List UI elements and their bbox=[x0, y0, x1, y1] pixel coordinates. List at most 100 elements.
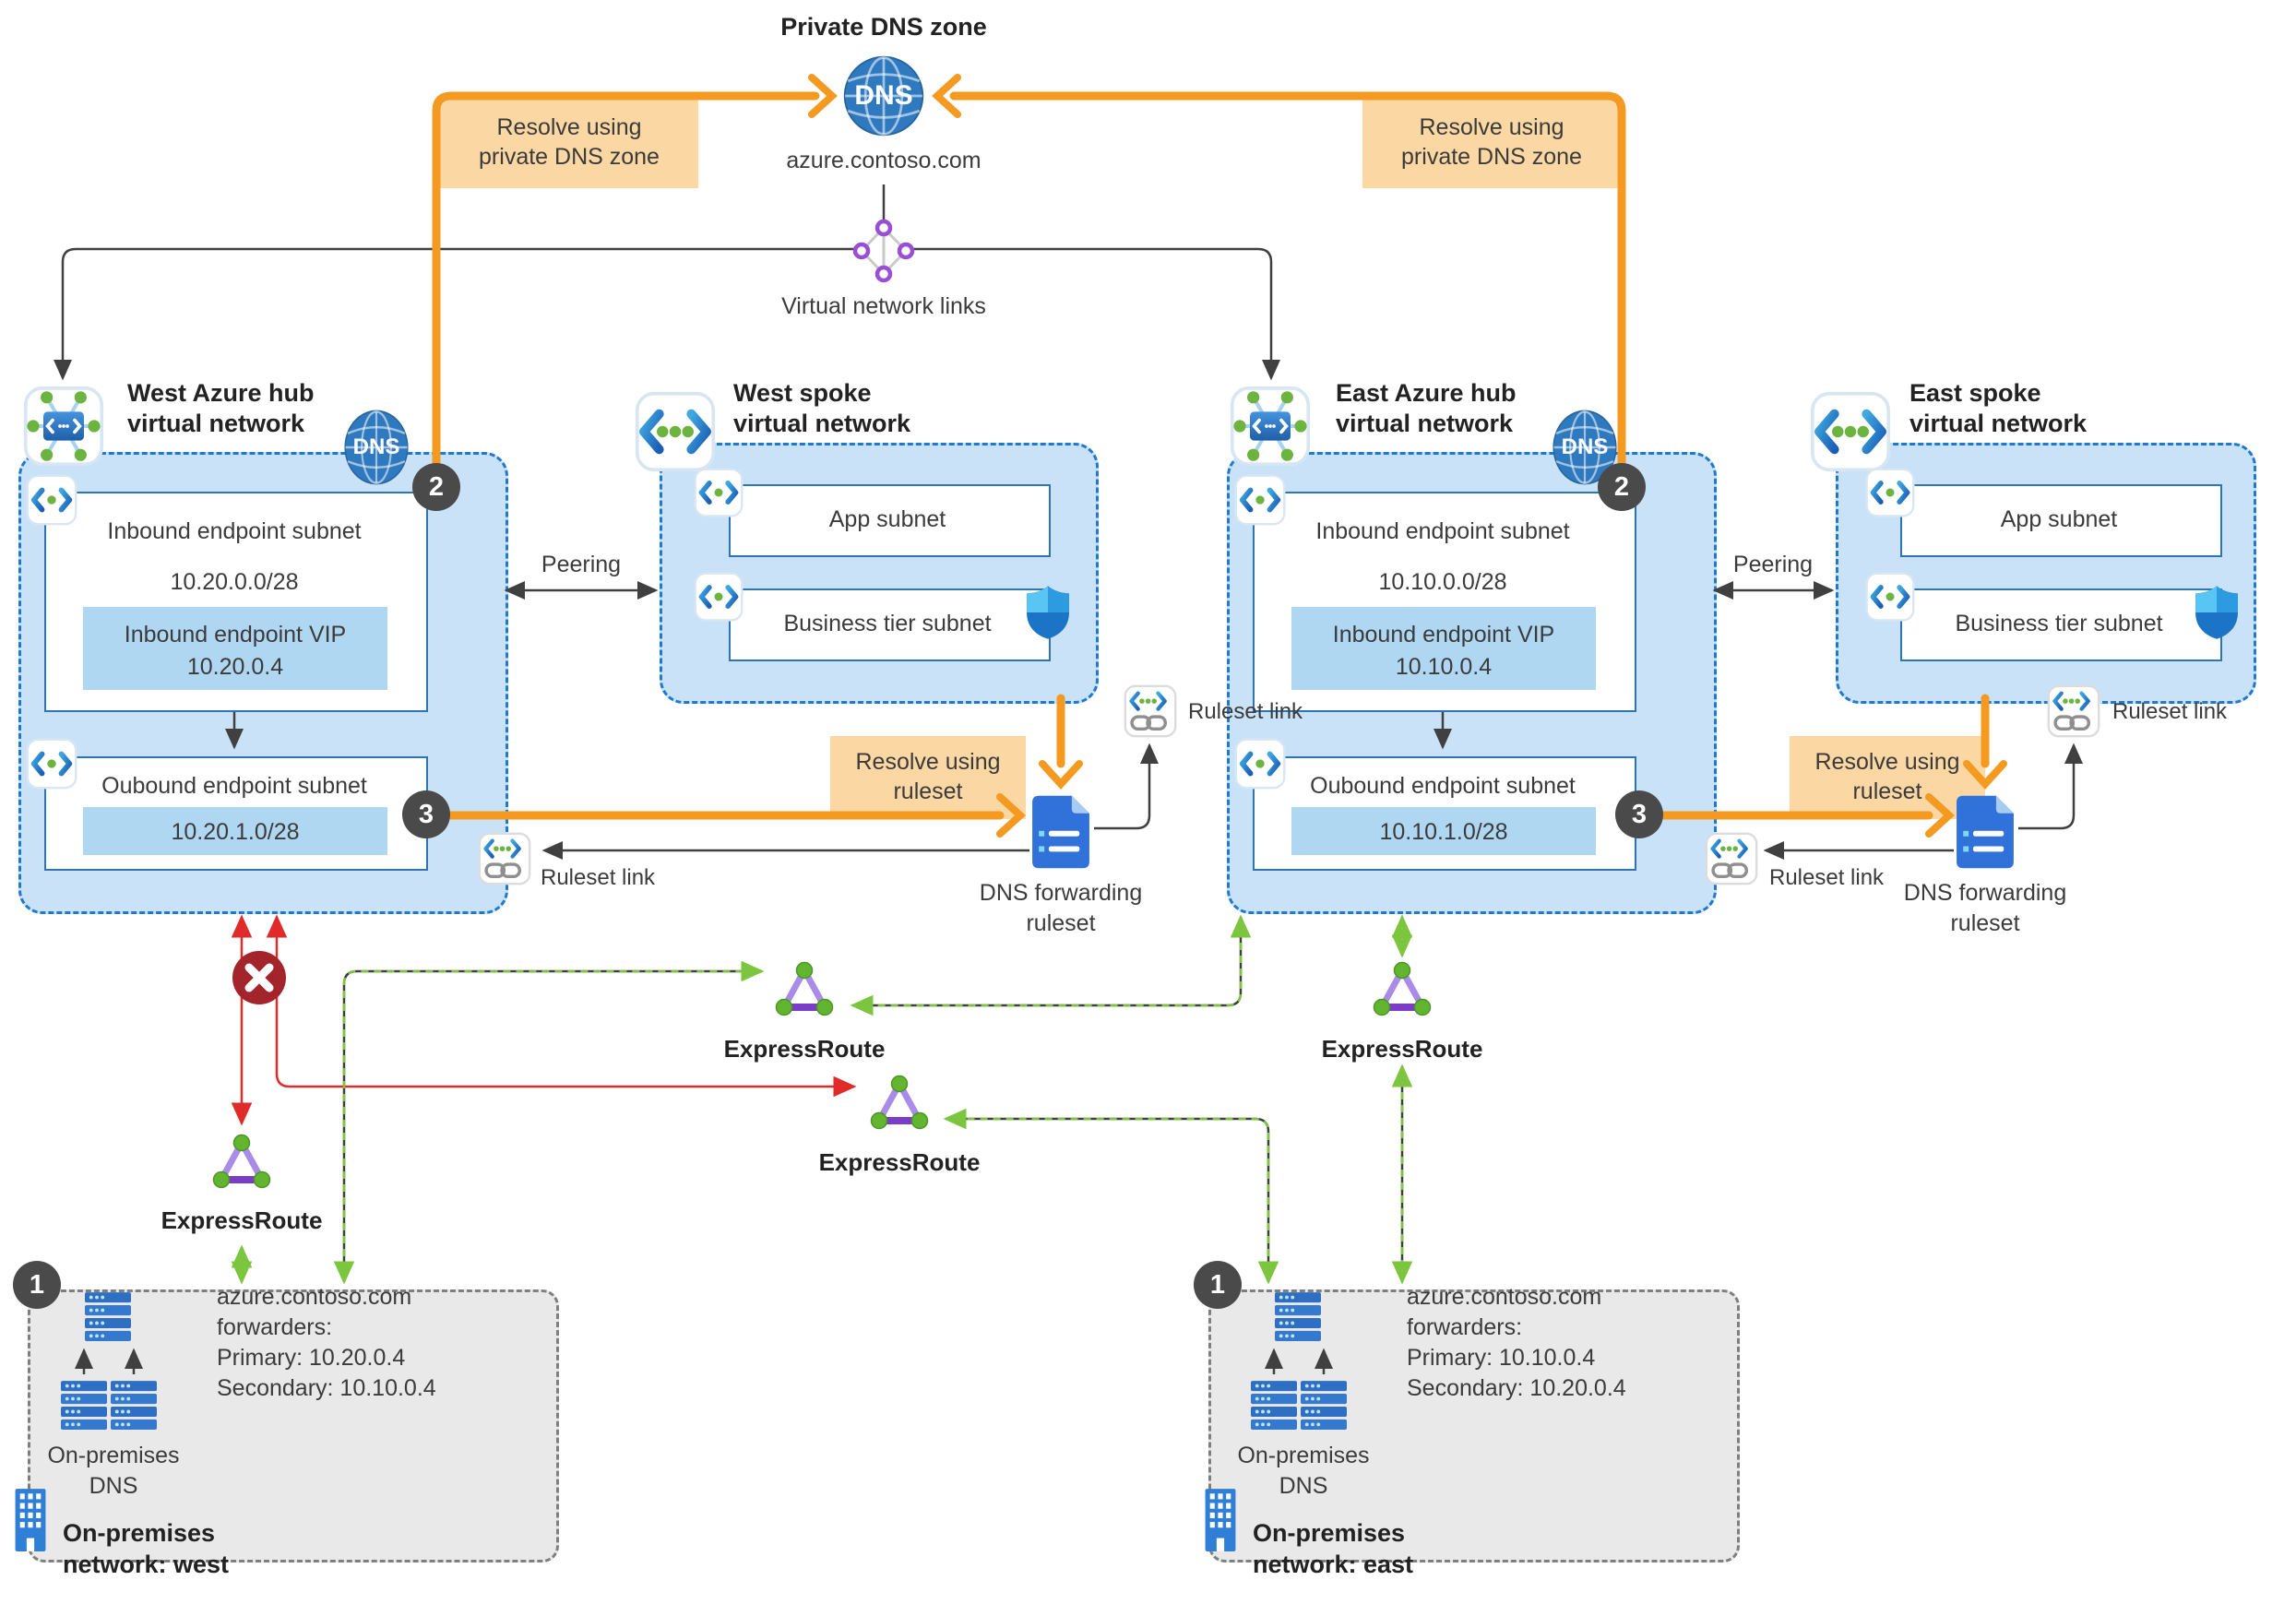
west-spoke-ruleset-link-icon bbox=[1124, 684, 1177, 738]
west-dns-server-icon-3 bbox=[111, 1380, 157, 1432]
step-2-badge-west: 2 bbox=[412, 463, 460, 511]
east-expressroute-icon bbox=[1369, 958, 1435, 1025]
west-spoke-vnet-icon bbox=[635, 391, 716, 472]
east-inbound-vip-ip: 10.10.0.4 bbox=[1395, 654, 1493, 680]
west-inbound-vip-ip: 10.20.0.4 bbox=[186, 654, 284, 680]
east-biz-subnet-icon bbox=[1865, 572, 1915, 622]
east-outbound-subnet-icon bbox=[1234, 738, 1286, 790]
west-outbound-subnet-icon bbox=[26, 738, 77, 790]
west-hub-vnet-icon bbox=[23, 386, 104, 467]
east-biz-subnet-label: Business tier subnet bbox=[1955, 611, 2163, 636]
west-app-subnet-icon bbox=[694, 468, 744, 517]
west-shield-icon bbox=[1024, 584, 1072, 641]
east-hub-ruleset-link-icon bbox=[1705, 832, 1758, 885]
east-expressroute-label: ExpressRoute bbox=[1321, 1035, 1483, 1063]
mid-upper-expressroute-label: ExpressRoute bbox=[723, 1035, 886, 1063]
dns-resolution-flows bbox=[432, 74, 2007, 838]
west-building-icon bbox=[13, 1485, 48, 1553]
west-expressroute-label: ExpressRoute bbox=[161, 1206, 323, 1234]
west-dns-forwarding-ruleset-icon bbox=[1028, 791, 1094, 873]
east-inbound-vip-title: Inbound endpoint VIP bbox=[1332, 622, 1555, 648]
west-dns-server-icon-2 bbox=[61, 1380, 107, 1432]
broken-expressroute-path bbox=[231, 914, 857, 1126]
west-inbound-cidr: 10.20.0.0/28 bbox=[170, 569, 299, 595]
west-expressroute-icon bbox=[208, 1131, 275, 1197]
east-spoke-ruleset-link-label: Ruleset link bbox=[2112, 699, 2228, 724]
west-dns-server-icon bbox=[85, 1291, 131, 1343]
virtual-network-links-label: Virtual network links bbox=[781, 293, 986, 319]
east-hub-dns-badge: DNS bbox=[1552, 409, 1618, 486]
mid-upper-expressroute-icon bbox=[771, 958, 838, 1025]
west-peering-label: Peering bbox=[541, 552, 622, 577]
east-outbound-cidr-box bbox=[1291, 807, 1596, 855]
west-inbound-vip-box bbox=[83, 607, 387, 690]
west-hub-ruleset-link-label: Ruleset link bbox=[541, 865, 656, 890]
east-resolve-private-callout bbox=[1362, 98, 1621, 188]
east-resolve-ruleset-callout bbox=[1790, 736, 1985, 819]
east-hub-ruleset-link-label: Ruleset link bbox=[1769, 865, 1885, 890]
east-dns-server-icon-2 bbox=[1251, 1380, 1297, 1432]
east-spoke-ruleset-link-icon bbox=[2047, 684, 2100, 738]
west-outbound-cidr-box bbox=[83, 807, 387, 855]
east-inbound-cidr: 10.10.0.0/28 bbox=[1378, 569, 1507, 595]
east-inbound-subnet-icon bbox=[1234, 474, 1286, 526]
west-hub-dns-badge: DNS bbox=[343, 409, 410, 486]
west-biz-subnet-icon bbox=[694, 572, 744, 622]
west-resolve-ruleset-callout bbox=[830, 736, 1026, 819]
east-outbound-cidr: 10.10.1.0/28 bbox=[1379, 819, 1508, 845]
east-dns-server-icon bbox=[1275, 1291, 1321, 1343]
east-app-subnet-icon bbox=[1865, 468, 1915, 517]
east-outbound-subnet-title: Oubound endpoint subnet bbox=[1310, 773, 1576, 799]
dns-globe-label: DNS bbox=[854, 80, 913, 111]
east-inbound-vip-box bbox=[1291, 607, 1596, 690]
vnet-link-connectors bbox=[54, 184, 2083, 1374]
east-spoke-vnet-icon bbox=[1810, 391, 1891, 472]
west-resolve-private-callout bbox=[440, 98, 698, 188]
east-biz-subnet-box bbox=[1900, 588, 2222, 661]
east-shield-icon bbox=[2193, 584, 2241, 641]
east-peering-label: Peering bbox=[1732, 552, 1814, 577]
mid-lower-expressroute-icon bbox=[866, 1072, 933, 1138]
west-inbound-subnet-title: Inbound endpoint subnet bbox=[107, 518, 362, 544]
dns-globe-icon: DNS bbox=[842, 54, 925, 137]
virtual-network-links-icon bbox=[851, 219, 916, 283]
connection-failed-icon bbox=[230, 948, 289, 1007]
step-1-badge-west: 1 bbox=[13, 1261, 61, 1309]
east-building-icon bbox=[1203, 1485, 1238, 1553]
west-outbound-cidr: 10.20.1.0/28 bbox=[171, 819, 300, 845]
mid-lower-expressroute-label: ExpressRoute bbox=[818, 1148, 981, 1176]
dns-zone-name: azure.contoso.com bbox=[786, 148, 981, 173]
private-dns-zone-title: Private DNS zone bbox=[780, 13, 987, 41]
west-outbound-subnet-title: Oubound endpoint subnet bbox=[101, 773, 367, 799]
west-hub-ruleset-link-icon bbox=[478, 832, 531, 885]
west-app-subnet-box bbox=[729, 484, 1051, 557]
step-1-badge-east: 1 bbox=[1194, 1261, 1242, 1309]
expressroute-paths bbox=[231, 914, 1413, 1285]
east-hub-vnet-icon bbox=[1230, 386, 1311, 467]
west-inbound-subnet-icon bbox=[26, 474, 77, 526]
east-app-subnet-label: App subnet bbox=[2000, 506, 2118, 532]
step-2-badge-east: 2 bbox=[1598, 463, 1646, 511]
west-biz-subnet-label: Business tier subnet bbox=[783, 611, 992, 636]
east-dns-forwarding-ruleset-icon bbox=[1952, 791, 2018, 873]
west-inbound-vip-title: Inbound endpoint VIP bbox=[124, 622, 347, 648]
west-biz-subnet-box bbox=[729, 588, 1051, 661]
west-spoke-ruleset-link-label: Ruleset link bbox=[1188, 699, 1303, 724]
